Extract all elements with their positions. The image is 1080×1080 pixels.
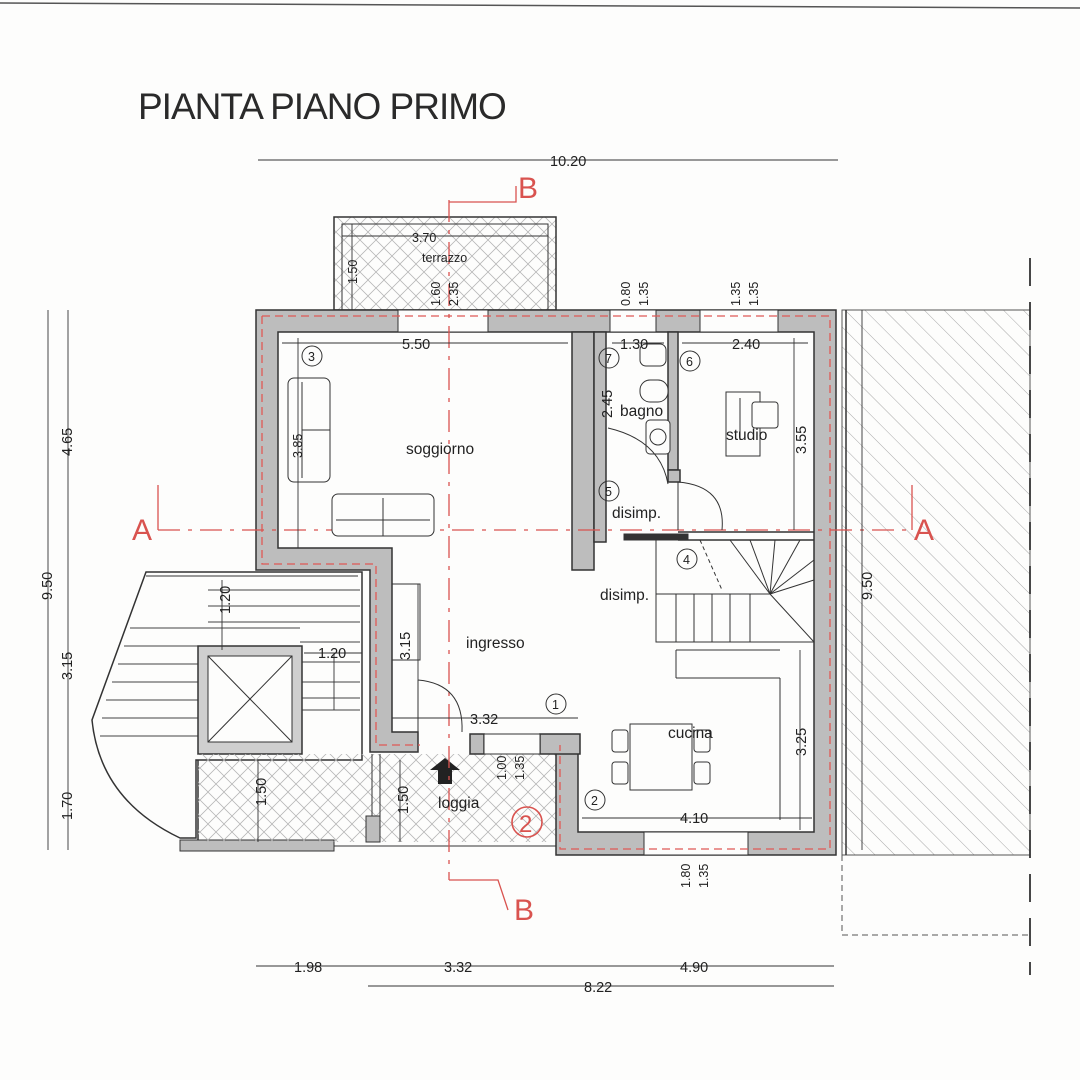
- room-label-ingresso: ingresso: [466, 635, 525, 652]
- dim-window-soggiorno-w: 2.35: [447, 282, 461, 306]
- dim-door-loggia-h: 1.00: [495, 756, 509, 780]
- section-lines: [157, 186, 913, 911]
- kitchen-table: [611, 723, 711, 791]
- dim-left-upper: 4.65: [60, 428, 76, 456]
- entrance-arrow-icon: [430, 758, 460, 784]
- dim-loggia-depth-left: 1.50: [254, 778, 270, 806]
- section-b-bottom-label: B: [514, 894, 534, 927]
- dim-door-loggia-w: 1.35: [513, 756, 527, 780]
- dim-soggiorno-depth: 3.85: [291, 434, 305, 458]
- dim-window-studio-w: 1.35: [747, 282, 761, 306]
- dim-ingresso-depth: 3.15: [398, 632, 414, 660]
- dim-bottom-b: 3.32: [444, 960, 472, 976]
- room-label-terrazzo: terrazzo: [422, 251, 467, 265]
- room-number-circles: [301, 345, 701, 838]
- external-staircase: [91, 571, 363, 852]
- dim-cucina-width: 4.10: [680, 811, 708, 827]
- adjacent-building: [841, 258, 1031, 975]
- room-label-studio: studio: [726, 427, 767, 444]
- dim-overall-top: 10.20: [550, 154, 586, 170]
- sofa-left: [287, 377, 331, 483]
- room-label-loggia: loggia: [438, 795, 480, 812]
- dim-stair-landing-w: 1.20: [218, 586, 234, 614]
- sheet-border-line: [0, 2, 1080, 9]
- dim-left-lower: 1.70: [60, 792, 76, 820]
- dim-window-cucina-h: 1.80: [679, 864, 693, 888]
- dim-studio-width: 2.40: [732, 337, 760, 353]
- room-label-soggiorno: soggiorno: [406, 441, 474, 458]
- dim-left-middle: 3.15: [60, 652, 76, 680]
- page-title: PIANTA PIANO PRIMO: [138, 86, 507, 127]
- room-number-loggia: 2: [519, 811, 532, 838]
- dim-stair-landing-d: 1.20: [318, 646, 346, 662]
- doors: [417, 481, 723, 733]
- room-number-disimp-lower: 4: [683, 553, 690, 567]
- internal-staircase: [655, 539, 815, 820]
- section-a-right-label: A: [914, 514, 934, 547]
- room-number-ingresso: 1: [552, 698, 559, 712]
- dim-terrazzo-width: 3.70: [412, 231, 436, 245]
- dim-bottom-a: 1.98: [294, 960, 322, 976]
- room-label-cucina: cucina: [668, 725, 713, 742]
- bathroom-fixtures: [607, 343, 671, 485]
- building-walls: [255, 309, 837, 856]
- dim-bottom-total: 8.22: [584, 980, 612, 996]
- studio-desk: [725, 391, 779, 457]
- room-label-disimp-upper: disimp.: [612, 505, 661, 522]
- dim-window-soggiorno-h: 1.60: [429, 282, 443, 306]
- dim-window-bagno-w: 1.35: [637, 282, 651, 306]
- dim-loggia-depth-right: 1.50: [396, 786, 412, 814]
- dim-bagno-width: 1.30: [620, 337, 648, 353]
- dim-soggiorno-width: 5.50: [402, 337, 430, 353]
- dim-terrazzo-depth: 1.50: [346, 260, 360, 284]
- room-number-disimp-upper: 5: [605, 485, 612, 499]
- dim-right-total: 9.50: [860, 572, 876, 600]
- room-label-bagno: bagno: [620, 403, 663, 420]
- room-number-cucina: 2: [591, 794, 598, 808]
- room-number-bagno: 7: [605, 352, 612, 366]
- room-number-studio: 6: [686, 355, 693, 369]
- dim-studio-depth: 3.55: [794, 426, 810, 454]
- dim-bagno-depth: 2.45: [600, 390, 616, 418]
- dim-window-studio-h: 1.35: [729, 282, 743, 306]
- section-b-top-label: B: [518, 172, 538, 205]
- room-label-disimp-lower: disimp.: [600, 587, 649, 604]
- dim-window-cucina-w: 1.35: [697, 864, 711, 888]
- dim-left-total: 9.50: [40, 572, 56, 600]
- dim-window-bagno-h: 0.80: [619, 282, 633, 306]
- dim-ingresso-width: 3.32: [470, 712, 498, 728]
- dim-cucina-depth: 3.25: [794, 728, 810, 756]
- section-a-left-label: A: [132, 514, 152, 547]
- sofa-bottom: [331, 493, 435, 537]
- terrazzo-area: [333, 216, 557, 311]
- room-number-soggiorno: 3: [308, 350, 315, 364]
- dim-bottom-c: 4.90: [680, 960, 708, 976]
- dimension-lines: [47, 159, 863, 987]
- insulation-outline: [261, 315, 831, 850]
